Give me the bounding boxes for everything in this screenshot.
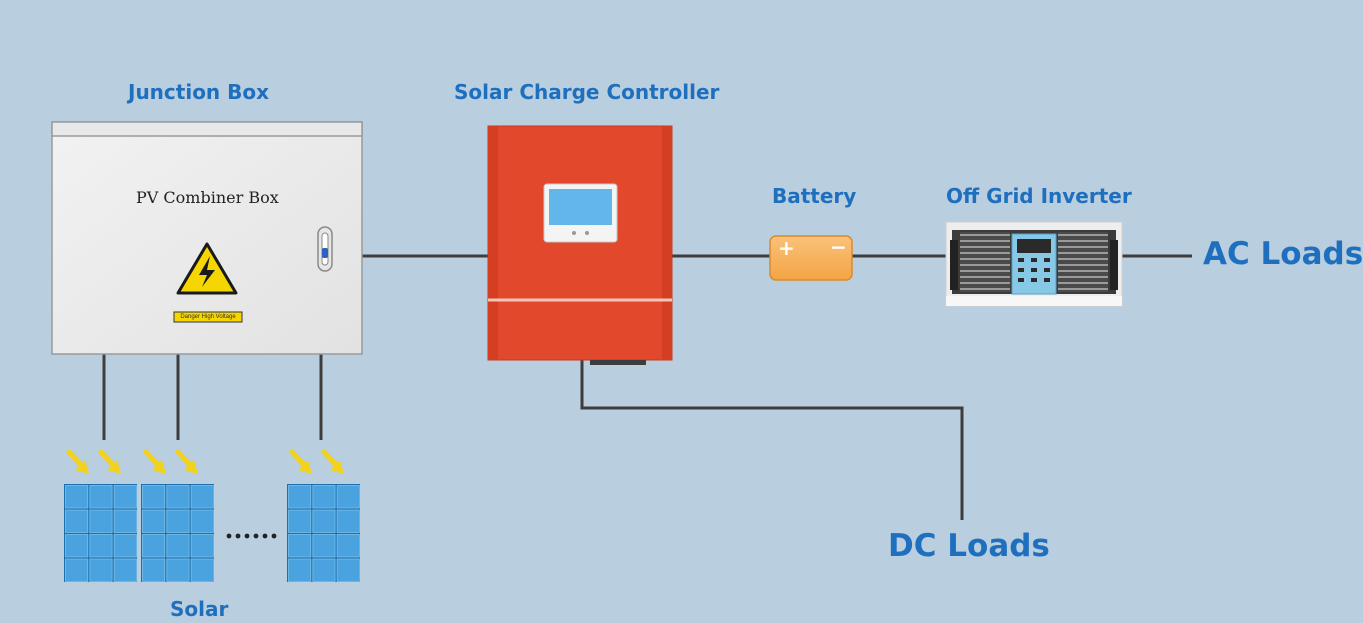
label-inverter: Off Grid Inverter: [946, 184, 1132, 208]
warning-plate: [173, 311, 243, 323]
solar-panel: [141, 484, 214, 582]
charge-controller: [487, 125, 673, 365]
label-battery: Battery: [772, 184, 857, 208]
latch-icon: [317, 226, 333, 272]
sun-arrow-icon: [143, 449, 166, 474]
battery-minus-terminal: −: [830, 235, 847, 259]
sun-arrow-icon: [66, 449, 89, 474]
solar-panel: [64, 484, 137, 582]
high-voltage-warning-icon: [176, 242, 238, 295]
solar-panels: [64, 484, 360, 582]
label-combiner-box: PV Combiner Box: [136, 188, 279, 207]
sun-arrow-icon: [321, 449, 344, 474]
sunlight-arrows: [66, 449, 344, 474]
battery: [769, 235, 853, 281]
sun-arrow-icon: [175, 449, 198, 474]
label-dc-loads: DC Loads: [888, 528, 1050, 564]
wires: [102, 254, 1192, 520]
solar-panel: [287, 484, 360, 582]
off-grid-inverter: [945, 221, 1123, 307]
label-ac-loads: AC Loads: [1203, 236, 1363, 272]
battery-plus-terminal: +: [778, 236, 795, 260]
sun-arrow-icon: [98, 449, 121, 474]
more-panels-dots: [226, 533, 277, 539]
junction-box: [51, 121, 363, 355]
label-controller: Solar Charge Controller: [454, 80, 720, 104]
wire-controller-to-dc: [580, 360, 964, 520]
label-warning-plate: Danger High Voltage: [180, 314, 236, 320]
sun-arrow-icon: [289, 449, 312, 474]
label-solar: Solar: [170, 597, 229, 621]
label-junction-box: Junction Box: [128, 80, 270, 104]
